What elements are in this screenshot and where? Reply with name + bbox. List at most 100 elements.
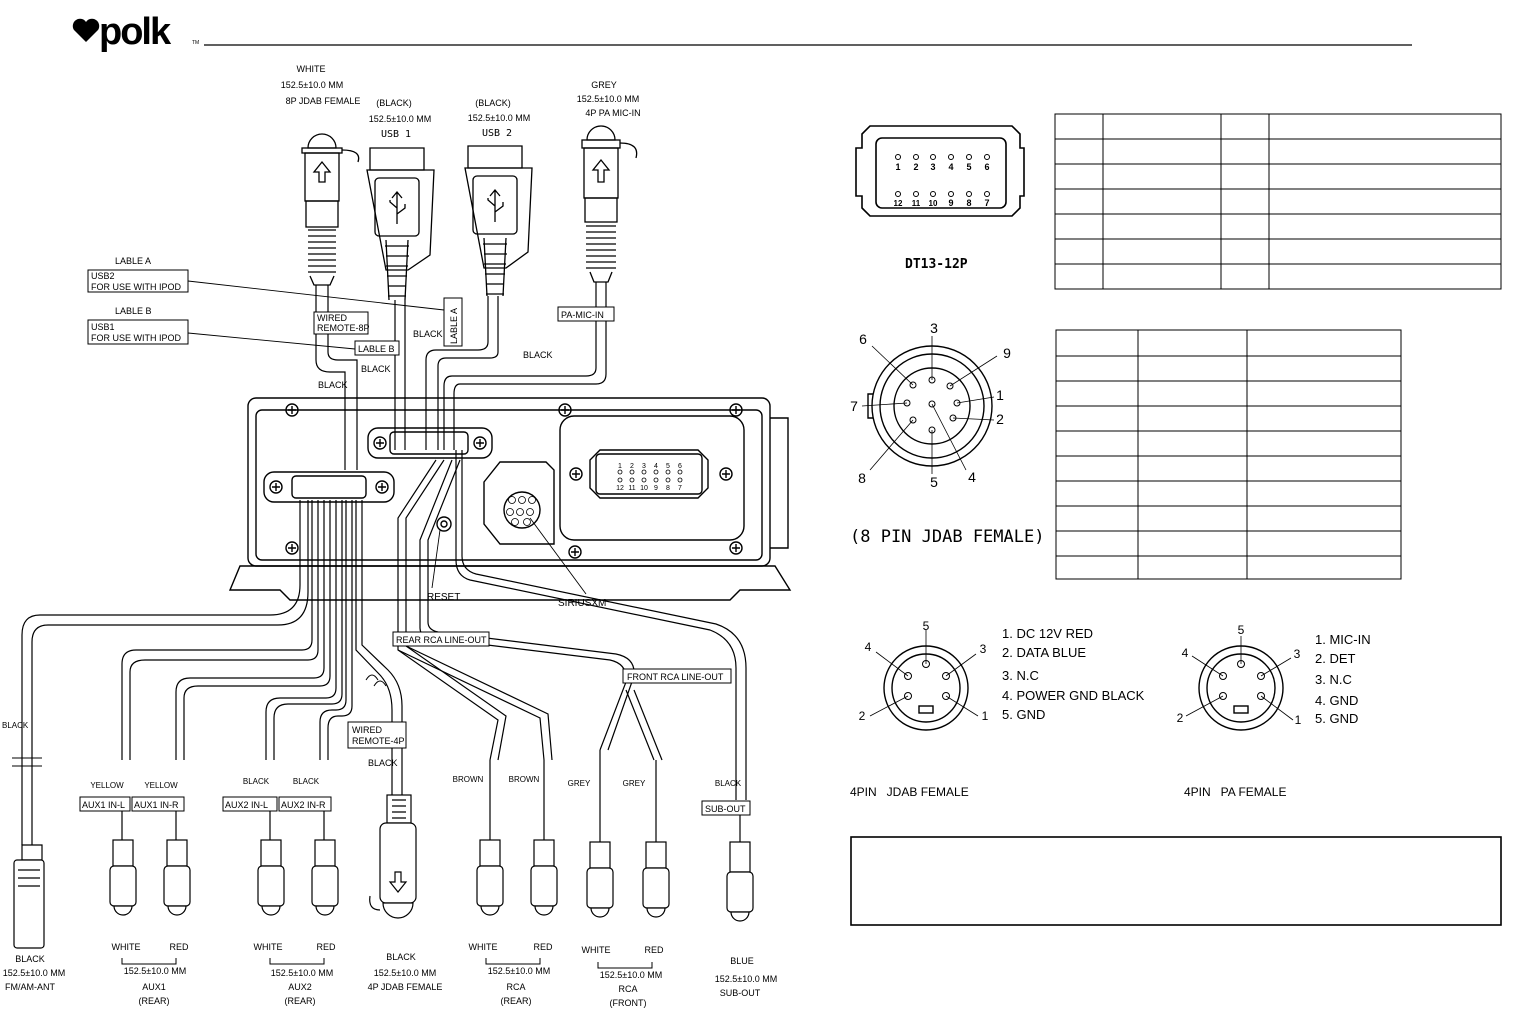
dt13-pin-10: 10 xyxy=(929,199,938,208)
rear-rca-line-out-text: REAR RCA LINE-OUT xyxy=(396,635,487,645)
unit-pin-10: 10 xyxy=(640,485,648,492)
rca-plugs xyxy=(13,750,754,949)
dt13-pin-3: 3 xyxy=(930,162,935,172)
lable-a-tag xyxy=(443,297,463,347)
pamic-color: GREY xyxy=(591,80,617,90)
unit-pin-6: 6 xyxy=(678,463,682,470)
lable-b-tag xyxy=(354,340,400,356)
unit-pin-9: 9 xyxy=(654,485,658,492)
pa4-legend-2: 2. DET xyxy=(1315,651,1356,666)
antenna-plug xyxy=(13,844,45,949)
jdab4-legend-1: 1. DC 12V RED xyxy=(1002,626,1093,641)
wire-top-label-6: BROWN xyxy=(509,775,540,784)
aux2-length: 152.5±10.0 MM xyxy=(271,968,333,978)
ant-color: BLACK xyxy=(15,954,45,964)
jdab4-pin-4: 4 xyxy=(865,640,872,654)
reset-sirius-leaders xyxy=(431,517,587,595)
wire-top-label-5: BROWN xyxy=(453,775,484,784)
jdab4-connector xyxy=(869,630,979,731)
black-label-2: BLACK xyxy=(523,350,553,360)
lable-b-line2: FOR USE WITH IPOD xyxy=(91,333,182,343)
pa4-legend-4: 4. GND xyxy=(1315,693,1358,708)
wire-top-label-8: GREY xyxy=(623,779,646,788)
black-label-4: BLACK xyxy=(318,380,348,390)
lable-b-title: LABLE B xyxy=(115,306,152,316)
rca-front-white: WHITE xyxy=(582,945,611,955)
rca-rear-pos: (REAR) xyxy=(501,996,532,1006)
aux2-in-r-text: AUX2 IN-R xyxy=(281,800,326,810)
down-arrow-icon xyxy=(388,871,408,893)
bottom-grouping-brackets xyxy=(121,958,653,969)
logo-tm: TM xyxy=(192,40,199,46)
polk-logo: polk TM xyxy=(72,11,199,53)
unit-pin-7: 7 xyxy=(678,485,682,492)
rca-rear-red: RED xyxy=(533,942,553,952)
remote4p-type: 4P JDAB FEMALE xyxy=(368,982,443,992)
pa4-legend-3: 3. N.C xyxy=(1315,672,1352,687)
remote4p-plug xyxy=(369,794,417,919)
jdab8-pin-label-9: 9 xyxy=(1003,345,1011,361)
wire-top-label-7: GREY xyxy=(568,779,591,788)
lable-b-line1: USB1 xyxy=(91,322,115,332)
usb2-length: 152.5±10.0 MM xyxy=(468,113,530,123)
unit-pin-12: 12 xyxy=(616,485,624,492)
jdab4-pin-3: 3 xyxy=(980,642,987,656)
dt13-pin-6: 6 xyxy=(984,162,989,172)
usb1-color: (BLACK) xyxy=(376,98,412,108)
rca-front-red: RED xyxy=(644,945,664,955)
dt13-pin-2: 2 xyxy=(913,162,918,172)
dt13-pin-table xyxy=(1054,113,1502,290)
jdab8-pin-label-8: 8 xyxy=(858,470,866,486)
usb2-connector xyxy=(464,145,533,297)
wired-remote-8p-line2: REMOTE-8P xyxy=(317,323,370,333)
jdab4-legend-5: 5. GND xyxy=(1002,707,1045,722)
lable-b-box xyxy=(87,319,189,345)
pa4-pin-3: 3 xyxy=(1294,647,1301,661)
rca-rear-length: 152.5±10.0 MM xyxy=(488,966,550,976)
aux1-in-r-tag xyxy=(131,796,185,812)
cut-marks xyxy=(12,674,387,767)
sub-color: BLUE xyxy=(730,956,754,966)
front-rca-line-out-text: FRONT RCA LINE-OUT xyxy=(627,672,724,682)
pamic-connector xyxy=(581,125,638,283)
aux2-name: AUX2 xyxy=(288,982,312,992)
unit-pin-1: 1 xyxy=(618,463,622,470)
lable-a-tag-text: LABLE A xyxy=(449,308,459,344)
wire-top-label-9: BLACK xyxy=(715,779,742,788)
rca-plug-rear-white xyxy=(476,760,504,916)
jdab4-legend-3: 3. N.C xyxy=(1002,668,1039,683)
black-ant-label: BLACK xyxy=(2,721,29,730)
wired-remote-8p-tag xyxy=(313,311,369,335)
pa-mic-in-tag-text: PA-MIC-IN xyxy=(561,310,604,320)
aux2-in-l-tag xyxy=(222,796,278,812)
dt13-pin-7: 7 xyxy=(984,198,989,208)
pa4-title: 4PIN PA FEMALE xyxy=(1184,785,1286,799)
black-label-1: BLACK xyxy=(413,329,443,339)
dt13-pin-1: 1 xyxy=(895,162,900,172)
rca-front-length: 152.5±10.0 MM xyxy=(600,970,662,980)
jdab8-pin-table xyxy=(1055,329,1402,580)
notes-box xyxy=(850,836,1502,926)
pa4-connector xyxy=(1185,636,1294,731)
rca-plug-aux1-white xyxy=(109,811,137,916)
jdab4-pin-5: 5 xyxy=(923,619,930,633)
wire-top-label-2: YELLOW xyxy=(144,781,178,790)
jdab4-legend-4: 4. POWER GND BLACK xyxy=(1002,688,1145,703)
sub-out-text: SUB-OUT xyxy=(705,804,746,814)
rear-rca-line-out-tag xyxy=(392,631,490,647)
ant-length: 152.5±10.0 MM xyxy=(3,968,65,978)
usb-icon xyxy=(389,190,406,224)
aux2-white: WHITE xyxy=(254,942,283,952)
unit-pin-2: 2 xyxy=(630,463,634,470)
aux1-white: WHITE xyxy=(112,942,141,952)
lable-a-line2: FOR USE WITH IPOD xyxy=(91,282,182,292)
aux2-in-l-text: AUX2 IN-L xyxy=(225,800,268,810)
heart-icon xyxy=(72,18,100,42)
lable-b-tag-text: LABLE B xyxy=(358,344,395,354)
remote8p-connector xyxy=(301,133,360,286)
unit-pin-8: 8 xyxy=(666,485,670,492)
dt13-pin-9: 9 xyxy=(948,198,953,208)
usb1-connector xyxy=(366,147,435,301)
dt13-connector xyxy=(855,125,1025,217)
